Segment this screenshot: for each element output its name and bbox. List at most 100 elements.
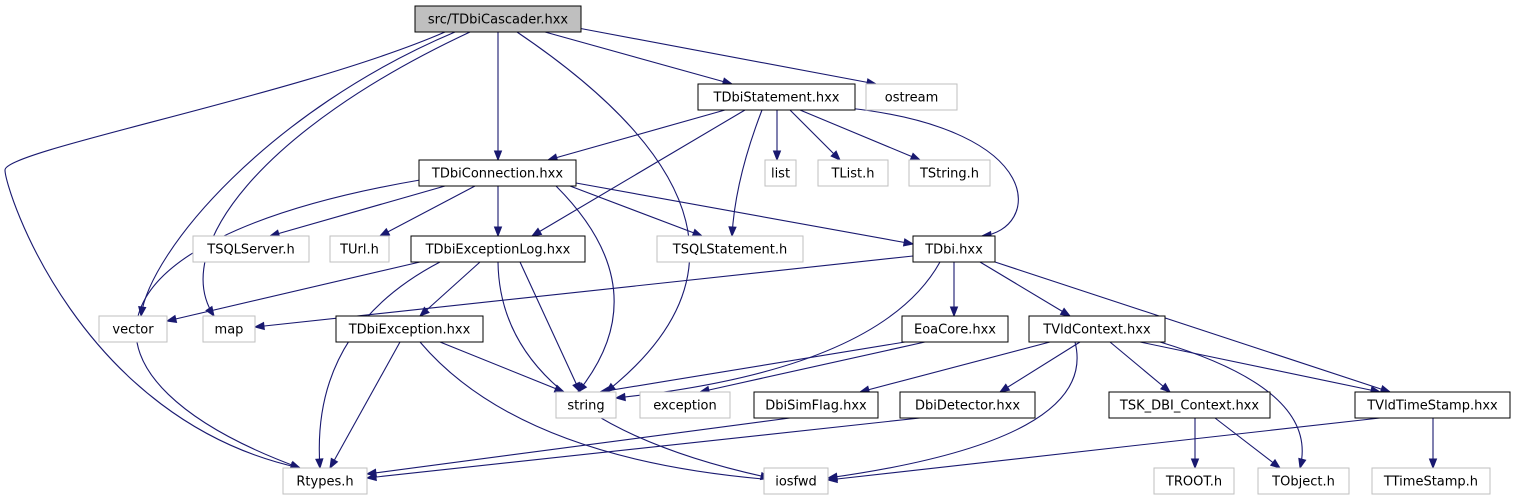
node-root-label: src/TDbiCascader.hxx [428,13,569,28]
edge-tdbiexception-to-iosfwd [419,341,776,481]
node-iosfwd[interactable]: iosfwd [763,467,829,495]
node-ttimestamp[interactable]: TTimeStamp.h [1371,467,1491,495]
node-tskdbicontext-box [1108,391,1271,419]
node-ostream-label: ostream [885,91,939,106]
edge-tdbiconnection-to-rtypes [135,179,421,469]
node-root[interactable]: src/TDbiCascader.hxx [414,5,582,33]
edge-tdbi-to-map-arrowhead [253,321,265,331]
edge-root-to-map [202,31,471,317]
node-tobject[interactable]: TObject.h [1257,467,1350,495]
node-list[interactable]: list [764,159,797,187]
edge-tvldtimestamp-to-ttimestamp-arrowhead [1428,458,1438,470]
node-rtypes-label: Rtypes.h [296,475,353,490]
node-dbisimflag[interactable]: DbiSimFlag.hxx [753,391,879,419]
node-tvldcontext[interactable]: TVldContext.hxx [1028,315,1166,343]
edge-tvldcontext-to-dbisimflag [859,341,1051,393]
edge-tvldcontext-to-tobject [1159,341,1303,469]
edge-tdbi-to-string [615,261,941,399]
node-root-box [414,5,582,33]
node-turl[interactable]: TUrl.h [329,235,390,263]
node-tskdbicontext[interactable]: TSK_DBI_Context.hxx [1108,391,1271,419]
edge-tdbiexception-to-string [439,341,565,393]
node-dbidetector-label: DbiDetector.hxx [915,399,1020,414]
edge-eoacore-to-string [599,341,906,393]
node-tlist-label: TList.h [830,167,874,182]
node-tsqlstatement-box [656,235,804,263]
edge-tdbistatement-to-tdbi [847,107,1019,237]
edge-tdbiconnection-to-tdbi [575,182,914,245]
node-vector[interactable]: vector [98,315,168,343]
node-tstring[interactable]: TString.h [908,159,991,187]
edge-tdbistatement-to-list-arrowhead [772,150,782,162]
node-tlist[interactable]: TList.h [817,159,889,187]
node-tvldcontext-label: TVldContext.hxx [1042,323,1151,338]
node-tdbi[interactable]: TDbi.hxx [912,235,996,263]
node-tdbiconnection-label: TDbiConnection.hxx [431,167,563,182]
edge-tdbi-to-map [254,255,914,328]
edge-tdbiexceptionlog-to-rtypes [318,261,441,469]
node-dbisimflag-label: DbiSimFlag.hxx [765,399,867,414]
node-tvldtimestamp-label: TVldTimeStamp.hxx [1366,399,1498,414]
edge-root-to-ostream [577,27,877,85]
edge-tskdbicontext-to-troot-arrowhead [1190,458,1200,470]
node-ostream[interactable]: ostream [865,83,958,111]
node-turl-box [329,235,390,263]
node-vector-box [98,315,168,343]
node-eoacore[interactable]: EoaCore.hxx [901,315,1009,343]
node-tdbiexceptionlog[interactable]: TDbiExceptionLog.hxx [410,235,586,263]
node-tskdbicontext-label: TSK_DBI_Context.hxx [1119,399,1259,414]
edge-tdbistatement-to-tstring-arrowhead [909,152,922,161]
edge-tdbistatement-to-tstring [799,109,921,161]
node-tlist-box [817,159,889,187]
node-vector-label: vector [112,323,154,338]
edge-tdbiexception-to-rtypes-arrowhead [329,457,339,470]
edge-tskdbicontext-to-tobject [1214,417,1281,469]
node-tdbiexception[interactable]: TDbiException.hxx [335,315,484,343]
node-tsqlstatement[interactable]: TSQLStatement.h [656,235,804,263]
node-list-label: list [771,167,790,182]
node-tdbiexceptionlog-label: TDbiExceptionLog.hxx [425,243,571,258]
node-tsqlserver[interactable]: TSQLServer.h [192,235,310,263]
edge-tdbiconnection-to-tdbi-arrowhead [902,238,915,247]
node-dbidetector[interactable]: DbiDetector.hxx [899,391,1036,419]
edge-tdbiconnection-to-tsqlstatement-arrowhead [691,228,704,237]
edge-tdbiconnection-to-turl [379,185,476,237]
edge-root-to-vector [140,31,456,317]
node-ttimestamp-box [1371,467,1491,495]
edge-tdbiexceptionlog-to-vector [166,261,421,322]
edge-tvldcontext-to-tskdbicontext [1109,341,1171,393]
node-iosfwd-box [763,467,829,495]
edge-tdbi-to-eoacore-arrowhead [949,306,959,318]
node-ostream-box [865,83,958,111]
node-list-box [764,159,797,187]
edge-tskdbicontext-to-tobject-arrowhead [1269,458,1282,469]
edge-tdbistatement-to-tdbiexceptionlog-arrowhead [530,227,543,237]
node-exception-label: exception [653,399,717,414]
node-tstring-label: TString.h [919,167,979,182]
node-troot[interactable]: TROOT.h [1153,467,1235,495]
edge-tdbi-to-tvldtimestamp [994,261,1391,393]
node-eoacore-box [901,315,1009,343]
edge-tvldcontext-to-tvldtimestamp [1139,341,1381,393]
edge-tdbiconnection-to-tsqlserver [269,185,446,237]
node-tdbistatement[interactable]: TDbiStatement.hxx [697,83,856,111]
edge-tdbiconnection-to-turl-arrowhead [378,227,391,237]
node-map-box [202,315,256,343]
node-eoacore-label: EoaCore.hxx [914,323,996,338]
node-string[interactable]: string [555,391,617,419]
node-map[interactable]: map [202,315,256,343]
node-tdbiconnection[interactable]: TDbiConnection.hxx [418,159,577,187]
edge-tdbistatement-to-tdbiexceptionlog [531,109,746,237]
node-ttimestamp-label: TTimeStamp.h [1383,475,1478,490]
node-tvldtimestamp[interactable]: TVldTimeStamp.hxx [1354,391,1511,419]
node-exception[interactable]: exception [639,391,731,419]
edge-tvldtimestamp-to-iosfwd [827,417,1381,481]
node-string-box [555,391,617,419]
edge-tvldtimestamp-to-iosfwd-arrowhead [826,474,838,484]
edge-tdbistatement-to-tdbiconnection [547,109,726,161]
edge-tdbiconnection-to-string [555,185,615,393]
edge-dbisimflag-to-rtypes [366,417,791,475]
node-rtypes[interactable]: Rtypes.h [282,467,368,495]
edge-tdbistatement-to-tsqlstatement [731,109,763,237]
node-tdbiexceptionlog-box [410,235,586,263]
